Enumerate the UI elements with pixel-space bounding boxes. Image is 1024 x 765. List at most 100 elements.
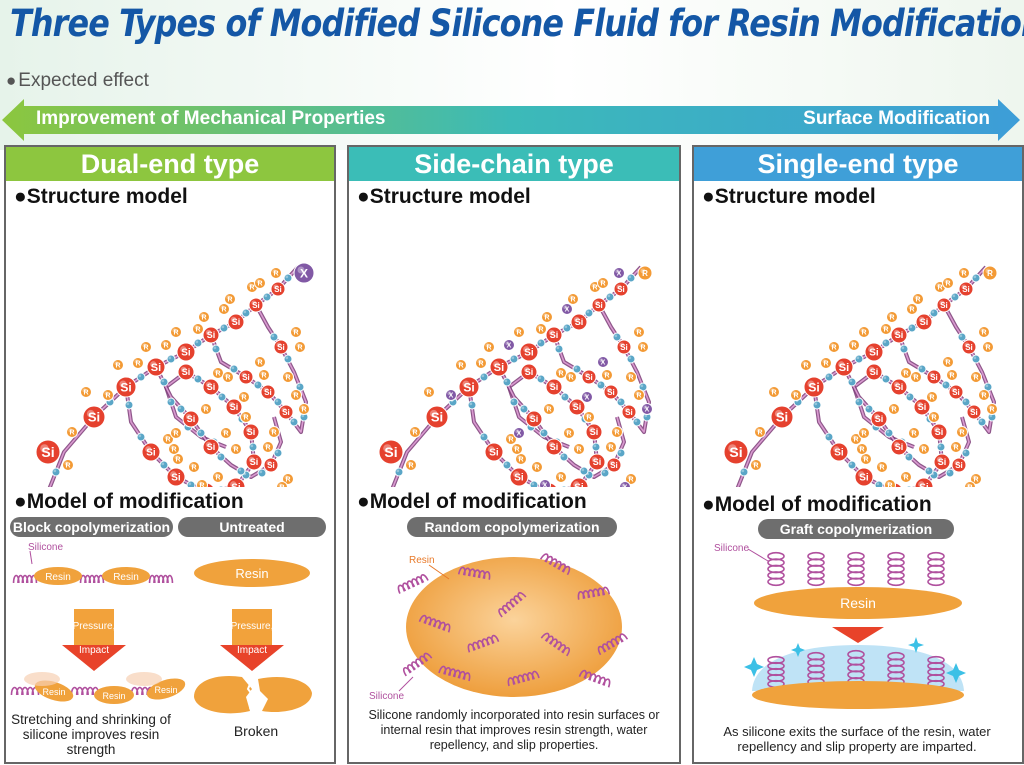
silicone-label: Silicone [714, 543, 749, 554]
svg-text:Si: Si [593, 457, 602, 467]
r-group: R [605, 441, 617, 453]
r-group: R [66, 426, 78, 438]
oxygen-atom [289, 417, 299, 427]
svg-text:R: R [83, 390, 88, 397]
r-group: R [170, 427, 182, 439]
silicone-coil [397, 574, 429, 594]
x-group: X [597, 356, 609, 368]
dual-end-caption: Stretching and shrinking of silicone imp… [11, 712, 171, 757]
silicone-coil [467, 634, 500, 653]
svg-text:R: R [628, 477, 633, 484]
oxygen-atom [605, 292, 615, 302]
svg-text:Si: Si [242, 373, 250, 382]
si-atom: Si [948, 384, 964, 400]
oxygen-atom [269, 332, 279, 342]
svg-text:Si: Si [525, 367, 534, 377]
svg-text:Resin: Resin [154, 685, 177, 695]
oxygen-atom [904, 452, 914, 462]
svg-text:Si: Si [514, 473, 524, 484]
svg-text:Si: Si [610, 461, 618, 470]
svg-text:R: R [949, 373, 954, 380]
si-atom: Si [569, 477, 589, 487]
r-group: R [254, 277, 266, 289]
untreated-resin [194, 559, 310, 587]
silicone-coil [403, 652, 433, 677]
oxygen-atom [584, 308, 594, 318]
svg-text:R: R [534, 465, 539, 472]
graft-copolymerization-pill: Graft copolymerization [758, 519, 954, 539]
svg-text:R: R [973, 375, 978, 382]
panel-title: Single-end type [694, 147, 1022, 181]
svg-text:Si: Si [88, 410, 100, 425]
si-atom: Si [829, 442, 849, 462]
r-group-terminal: R [637, 265, 653, 281]
si-atom: Si [166, 467, 186, 487]
svg-text:Si: Si [187, 414, 196, 424]
svg-text:R: R [592, 285, 597, 292]
svg-text:Si: Si [250, 457, 259, 467]
svg-text:R: R [516, 330, 521, 337]
panel-single-end: Single-end type ●Structure model OSiSiSi… [692, 145, 1024, 764]
r-group: R [238, 391, 250, 403]
r-group: R [172, 453, 184, 465]
svg-text:R: R [293, 393, 298, 400]
r-group: R [900, 471, 912, 483]
svg-text:R: R [65, 463, 70, 470]
r-group: R [192, 323, 204, 335]
si-atom: Si [260, 384, 276, 400]
svg-text:R: R [201, 315, 206, 322]
oxygen-atom [950, 292, 960, 302]
modification-heading: ●Model of modification [357, 490, 587, 513]
svg-text:R: R [458, 363, 463, 370]
svg-text:R: R [628, 375, 633, 382]
structure-heading: ●Structure model [702, 185, 876, 208]
svg-text:Resin: Resin [113, 572, 139, 583]
oxygen-atom [509, 354, 519, 364]
oxygen-atom [562, 323, 572, 333]
broken-resin [194, 675, 312, 714]
silicone-coil [130, 686, 160, 696]
r-group: R [942, 277, 954, 289]
r-group: R [455, 359, 467, 371]
svg-text:Si: Si [962, 285, 970, 294]
silicone-coil [578, 669, 611, 688]
si-atom: Si [958, 281, 974, 297]
oxygen-atom [881, 374, 891, 384]
svg-text:R: R [69, 430, 74, 437]
svg-text:R: R [586, 415, 591, 422]
down-arrow [832, 627, 884, 643]
oxygen-atom [612, 332, 622, 342]
r-group: R [423, 386, 435, 398]
oxygen-atom [241, 308, 251, 318]
side-chain-caption: Silicone randomly incorporated into resi… [368, 708, 660, 752]
resin-block [34, 567, 82, 585]
svg-text:Si: Si [573, 402, 582, 412]
oxygen-atom [502, 460, 512, 470]
si-atom: Si [278, 404, 294, 420]
svg-text:R: R [883, 327, 888, 334]
si-atom: Si [581, 369, 597, 385]
svg-text:R: R [508, 437, 513, 444]
svg-text:Si: Si [920, 317, 929, 327]
silicone-coil [10, 686, 40, 696]
r-group: R [405, 459, 417, 471]
r-group: R [573, 443, 585, 455]
oxygen-atom [216, 452, 226, 462]
r-group: R [565, 371, 577, 383]
svg-text:R: R [945, 281, 950, 288]
oxygen-atom [907, 323, 917, 333]
r-group: R [926, 391, 938, 403]
si-atom: Si [545, 438, 563, 456]
svg-text:R: R [203, 407, 208, 414]
svg-text:R: R [576, 447, 581, 454]
oxygen-atom [864, 404, 874, 414]
svg-text:R: R [558, 371, 563, 378]
oxygen-atom [248, 442, 258, 452]
r-group: R [964, 481, 976, 487]
r-group: R [102, 389, 114, 401]
svg-text:Si: Si [231, 483, 241, 487]
oxygen-atom [166, 354, 176, 364]
r-group: R [625, 371, 637, 383]
si-atom: Si [82, 405, 106, 429]
r-group: R [848, 339, 860, 351]
